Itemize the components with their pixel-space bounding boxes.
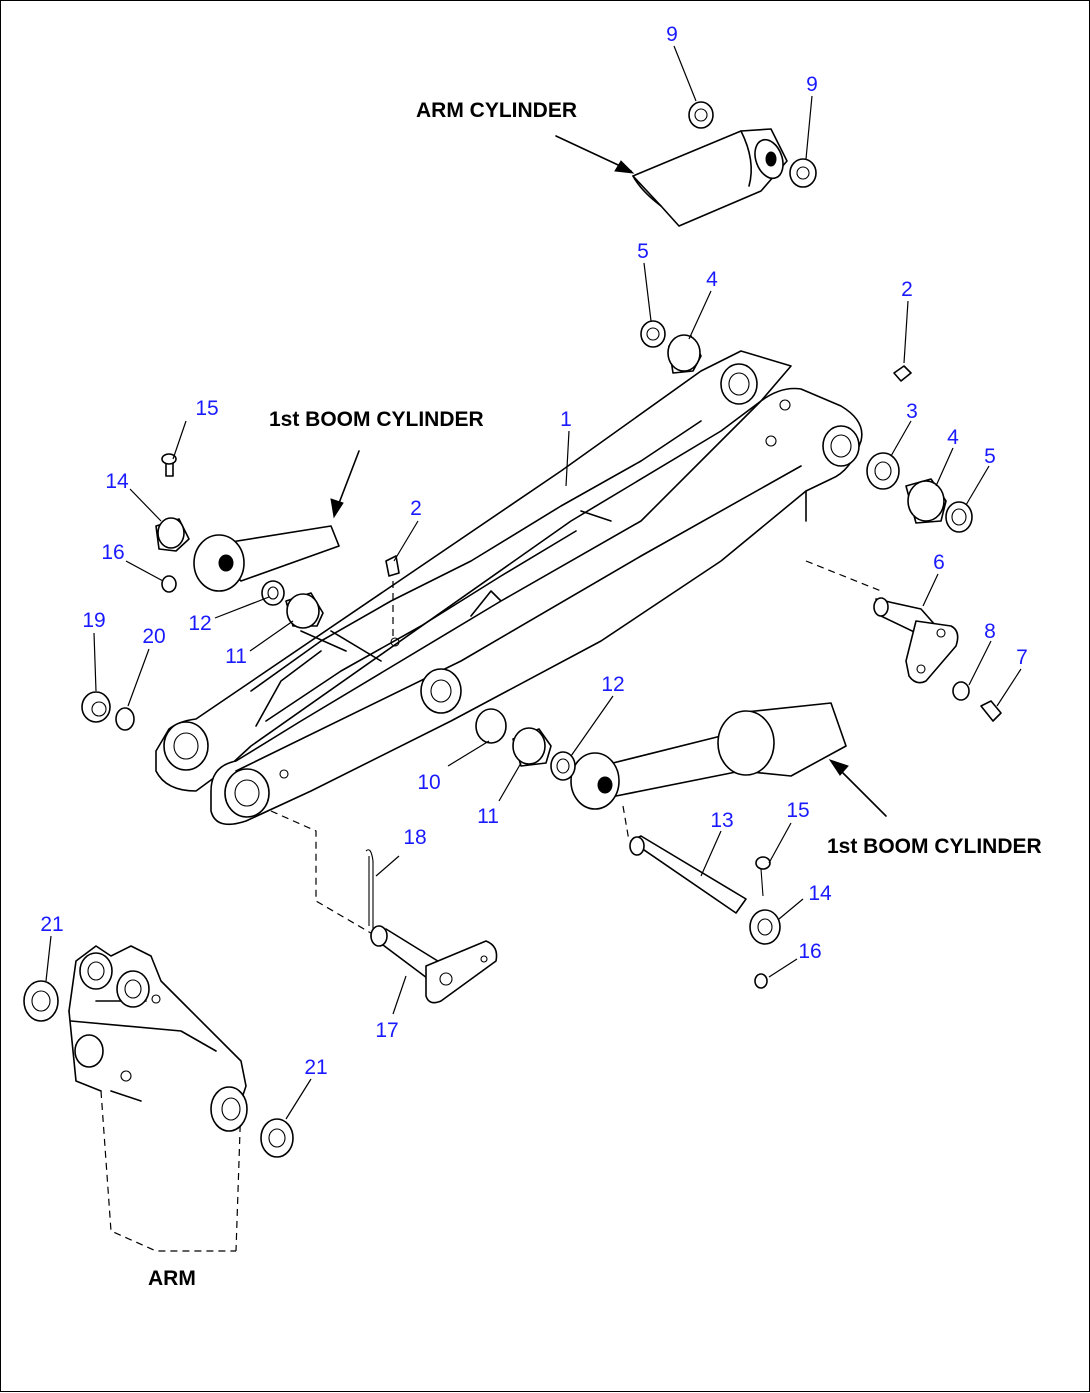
label-boom-cylinder-lower: 1st BOOM CYLINDER [827, 835, 1042, 858]
callout-12: 12 [601, 673, 624, 696]
callout-14: 14 [808, 882, 832, 905]
callout-17: 17 [375, 1019, 398, 1042]
callout-12: 12 [188, 612, 211, 635]
arm-drawing [23, 945, 294, 1252]
callout-9: 9 [666, 23, 678, 46]
callout-6: 6 [933, 551, 945, 574]
callout-8: 8 [984, 620, 996, 643]
callout-14: 14 [105, 470, 129, 493]
callout-18: 18 [403, 826, 426, 849]
callout-3: 3 [906, 400, 918, 423]
boom-drawing [155, 350, 863, 826]
callout-16: 16 [798, 940, 821, 963]
arm-cylinder-drawing [555, 101, 817, 227]
label-arm: ARM [148, 1267, 196, 1290]
callout-10: 10 [417, 771, 440, 794]
callout-9: 9 [806, 73, 818, 96]
leader-lines [45, 45, 1022, 1120]
callout-21: 21 [304, 1056, 327, 1079]
callout-20: 20 [142, 625, 165, 648]
callout-21: 21 [40, 913, 63, 936]
label-arm-cylinder: ARM CYLINDER [416, 99, 577, 122]
callout-16: 16 [101, 541, 124, 564]
label-boom-cylinder-upper: 1st BOOM CYLINDER [269, 408, 484, 431]
callout-4: 4 [706, 268, 718, 291]
callout-11: 11 [477, 805, 499, 828]
callout-2: 2 [901, 278, 913, 301]
small-parts [81, 320, 1002, 1004]
boom-cylinder-lower-drawing [570, 702, 887, 817]
callout-1: 1 [560, 408, 572, 431]
callout-7: 7 [1016, 646, 1028, 669]
callout-13: 13 [710, 809, 733, 832]
callout-15: 15 [786, 799, 809, 822]
callout-2: 2 [410, 497, 422, 520]
callout-5: 5 [637, 240, 649, 263]
callout-4: 4 [947, 426, 959, 449]
callout-19: 19 [82, 609, 105, 632]
callout-15: 15 [195, 397, 218, 420]
callout-5: 5 [984, 445, 996, 468]
boom-cylinder-upper-drawing [193, 450, 360, 592]
callout-11: 11 [225, 645, 247, 668]
